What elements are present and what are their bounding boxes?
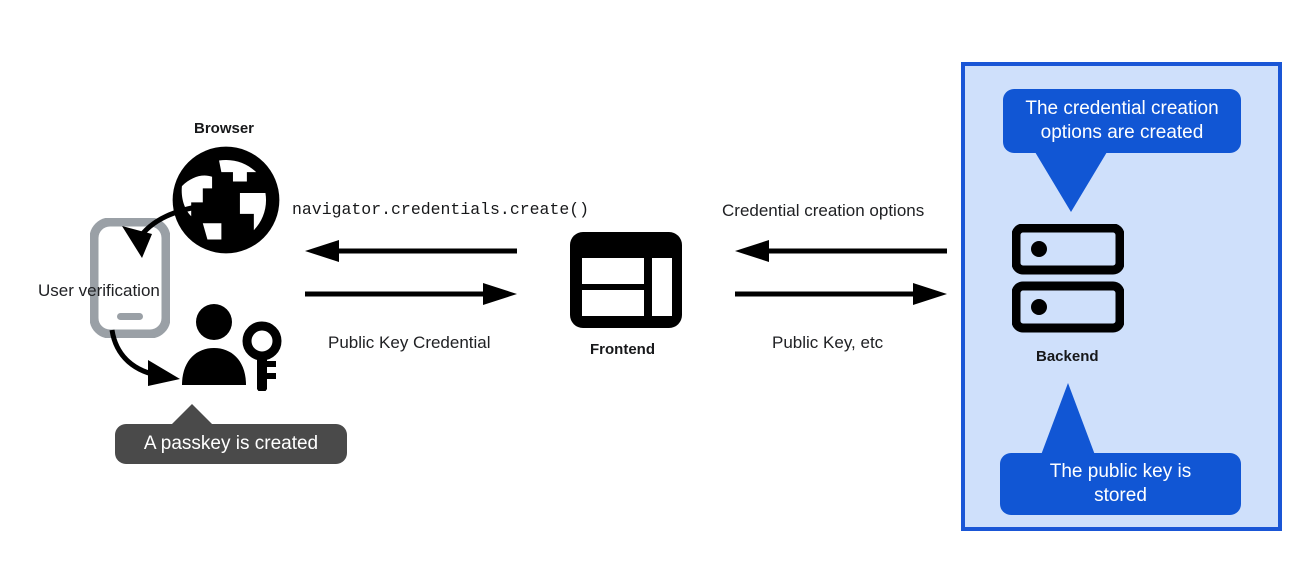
flow-label-credential-creation-options: Credential creation options [722,201,925,220]
backend-callout-bottom: The public key is stored [1000,453,1241,515]
passkey-tooltip-tail [170,404,214,426]
backend-callout-top-tail [1035,152,1107,212]
flow-label-public-key-credential: Public Key Credential [328,333,491,352]
arrow-backend-left [735,240,947,262]
server-rack-icon [1012,224,1124,334]
arrow-browser-left [305,240,517,262]
backend-callout-bottom-tail [1041,383,1095,455]
user-verification-label: User verification [38,281,160,300]
arrow-phone-to-user-icon [104,324,204,394]
user-with-key-icon [180,303,284,391]
backend-callout-top: The credential creation options are crea… [1003,89,1241,153]
callout-bottom-line-1: The public key is [1049,460,1192,482]
browser-label: Browser [194,120,255,137]
frontend-layout-icon [568,230,684,330]
flow-label-navigator-create: navigator.credentials.create() [292,200,590,219]
flow-label-public-key-etc: Public Key, etc [772,333,884,352]
arrow-globe-to-phone-icon [100,196,210,276]
frontend-label: Frontend [590,341,655,358]
passkey-tooltip: A passkey is created [115,424,347,464]
mobile-phone-icon [90,218,170,338]
arrow-backend-right [735,283,947,305]
arrow-browser-right [305,283,517,305]
callout-top-line-2: options are created [1040,122,1204,143]
backend-label: Backend [1036,348,1099,365]
callout-top-line-1: The credential creation [1025,97,1219,119]
callout-bottom-line-2: stored [1094,485,1147,506]
